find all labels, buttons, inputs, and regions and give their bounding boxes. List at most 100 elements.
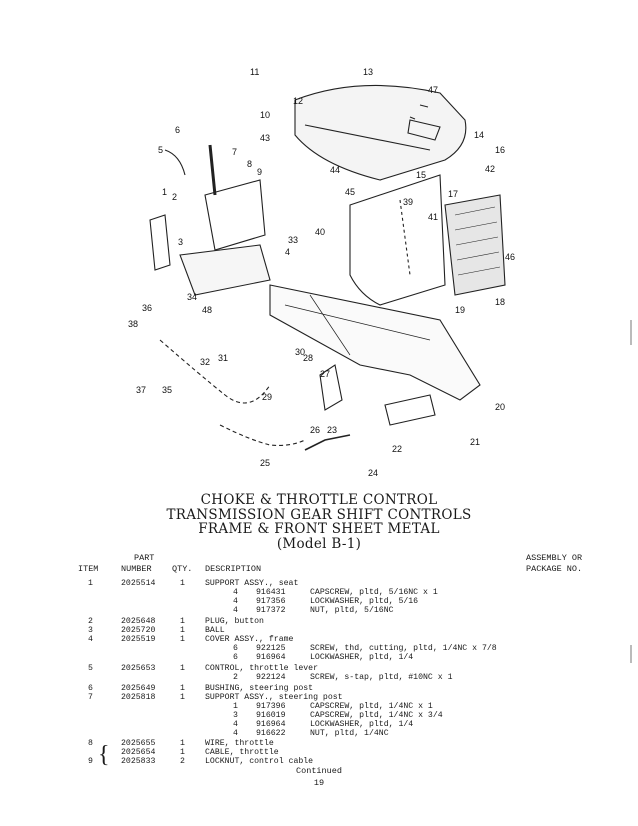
description-cell: SCREW, s-tap, pltd, #10NC x 1: [310, 673, 453, 682]
description-cell: SUPPORT ASSY., steering post: [205, 693, 343, 702]
qty-cell: 1: [180, 579, 185, 588]
callout-label: 40: [315, 227, 325, 237]
part-number-cell: 917356: [256, 597, 286, 606]
qty-cell: 4: [233, 606, 238, 615]
description-cell: CAPSCREW, pltd, 1/4NC x 3/4: [310, 711, 443, 720]
callout-label: 34: [187, 292, 197, 302]
title-line: FRAME & FRONT SHEET METAL: [198, 521, 440, 537]
header-item: ITEM: [78, 564, 99, 574]
callout-label: 32: [200, 357, 210, 367]
page-number: 19: [313, 778, 325, 788]
part-number-cell: 2025519: [121, 635, 156, 644]
callout-label: 23: [327, 425, 337, 435]
description-cell: CAPSCREW, pltd, 5/16NC x 1: [310, 588, 438, 597]
callout-label: 19: [455, 305, 465, 315]
qty-cell: 2: [233, 673, 238, 682]
callout-label: 45: [345, 187, 355, 197]
qty-cell: 1: [180, 626, 185, 635]
table-row: 4 916622 NUT, pltd, 1/4NC: [0, 729, 638, 739]
callout-label: 22: [392, 444, 402, 454]
table-row: 4 917356 LOCKWASHER, pltd, 5/16: [0, 597, 638, 607]
exploded-parts-diagram: 11 13 12 10 47 43 6 5 7 8 9 14 16 42 44 …: [128, 67, 515, 478]
qty-cell: 6: [233, 644, 238, 653]
callout-label: 13: [363, 67, 373, 77]
header-assembly-line1: ASSEMBLY OR: [526, 553, 583, 563]
table-row: 2 922124 SCREW, s-tap, pltd, #10NC x 1: [0, 673, 638, 683]
qty-cell: 1: [233, 702, 238, 711]
callout-label: 44: [330, 165, 340, 175]
callout-labels: 11 13 12 10 47 43 6 5 7 8 9 14 16 42 44 …: [128, 67, 515, 478]
callout-label: 35: [162, 385, 172, 395]
description-cell: SCREW, thd, cutting, pltd, 1/4NC x 7/8: [310, 644, 497, 653]
part-number-cell: 916964: [256, 720, 286, 729]
callout-label: 41: [428, 212, 438, 222]
table-row: 4 916431 CAPSCREW, pltd, 5/16NC x 1: [0, 588, 638, 598]
table-row: 2025654 1 CABLE, throttle: [0, 748, 638, 758]
callout-label: 20: [495, 402, 505, 412]
callout-label: 26: [310, 425, 320, 435]
qty-cell: 1: [180, 635, 185, 644]
callout-label: 47: [428, 85, 438, 95]
table-row: 1 2025514 1 SUPPORT ASSY., seat: [0, 579, 638, 589]
header-description: DESCRIPTION: [205, 564, 262, 574]
description-cell: LOCKNUT, control cable: [205, 757, 314, 766]
description-cell: WIRE, throttle: [205, 739, 274, 748]
table-row: 8 2025655 1 WIRE, throttle: [0, 739, 638, 749]
part-number-cell: 2025720: [121, 626, 156, 635]
table-row: 4 917372 NUT, pltd, 5/16NC: [0, 606, 638, 616]
part-number-cell: 916964: [256, 653, 286, 662]
description-cell: CONTROL, throttle lever: [205, 664, 319, 673]
qty-cell: 1: [180, 664, 185, 673]
qty-cell: 3: [233, 711, 238, 720]
table-row: 4 916964 LOCKWASHER, pltd, 1/4: [0, 720, 638, 730]
callout-label: 36: [142, 303, 152, 313]
qty-cell: 4: [233, 729, 238, 738]
part-number-cell: 2025653: [121, 664, 156, 673]
callout-label: 29: [262, 392, 272, 402]
group-brace: {: [98, 742, 110, 768]
item-cell: 4: [88, 635, 93, 644]
qty-cell: 1: [180, 748, 185, 757]
table-row: 6 916964 LOCKWASHER, pltd, 1/4: [0, 653, 638, 663]
callout-label: 31: [218, 353, 228, 363]
callout-label: 28: [303, 353, 313, 363]
scan-edge-mark: [630, 320, 632, 345]
callout-label: 39: [403, 197, 413, 207]
callout-label: 15: [416, 170, 426, 180]
header-part: PART: [134, 553, 155, 563]
header-number: NUMBER: [121, 564, 152, 574]
callout-label: 48: [202, 305, 212, 315]
table-row: 5 2025653 1 CONTROL, throttle lever: [0, 664, 638, 674]
table-row: 2 2025648 1 PLUG, button: [0, 617, 638, 627]
table-row: 6 2025649 1 BUSHING, steering post: [0, 684, 638, 694]
table-row: 6 922125 SCREW, thd, cutting, pltd, 1/4N…: [0, 644, 638, 654]
callout-label: 33: [288, 235, 298, 245]
callout-label: 9: [257, 167, 262, 177]
callout-label: 27: [320, 369, 330, 379]
table-row: 3 2025720 1 BALL: [0, 626, 638, 636]
qty-cell: 2: [180, 757, 185, 766]
part-number-cell: 916622: [256, 729, 286, 738]
part-number-cell: 2025833: [121, 757, 156, 766]
qty-cell: 1: [180, 617, 185, 626]
callout-label: 10: [260, 110, 270, 120]
header-assembly-line2: PACKAGE NO.: [526, 564, 583, 574]
callout-label: 14: [474, 130, 484, 140]
callout-label: 37: [136, 385, 146, 395]
qty-cell: 4: [233, 720, 238, 729]
table-row: 3 916019 CAPSCREW, pltd, 1/4NC x 3/4: [0, 711, 638, 721]
description-cell: LOCKWASHER, pltd, 5/16: [310, 597, 419, 606]
callout-label: 16: [495, 145, 505, 155]
description-cell: BALL: [205, 626, 225, 635]
description-cell: PLUG, button: [205, 617, 264, 626]
title-line: CHOKE & THROTTLE CONTROL: [200, 492, 438, 508]
description-cell: NUT, pltd, 1/4NC: [310, 729, 389, 738]
title-line: (Model B-1): [276, 535, 362, 552]
part-number-cell: 917396: [256, 702, 286, 711]
description-cell: LOCKWASHER, pltd, 1/4: [310, 653, 414, 662]
callout-label: 42: [485, 164, 495, 174]
part-number-cell: 917372: [256, 606, 286, 615]
part-number-cell: 922125: [256, 644, 286, 653]
item-cell: 6: [88, 684, 93, 693]
